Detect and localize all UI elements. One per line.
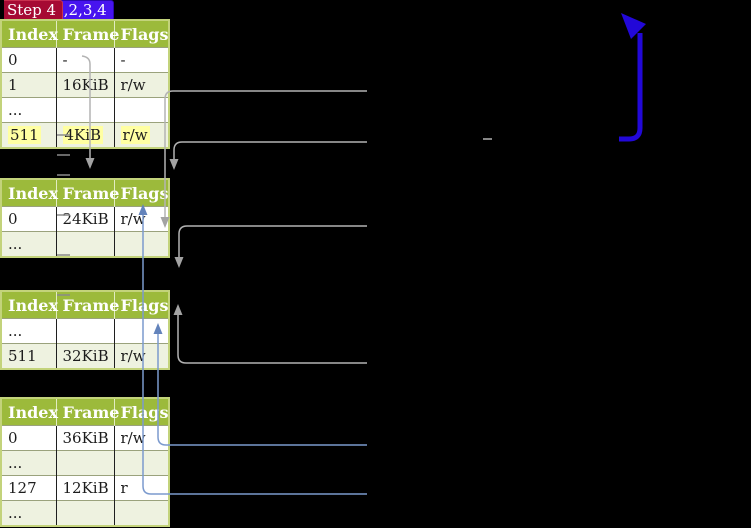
blue-arrowhead-up-icon — [153, 323, 163, 334]
table-cell — [56, 231, 115, 257]
blue-arrowhead-up-icon — [138, 204, 148, 215]
table-cell: 127 — [1, 475, 57, 501]
column-header: Index — [1, 179, 58, 207]
table-cell: r/w — [114, 425, 169, 451]
table-cell: 32KiB — [56, 343, 115, 369]
table-cell: 0 — [1, 47, 57, 73]
column-header: Flags — [114, 291, 169, 319]
table-cell: ... — [1, 450, 57, 476]
table-cell: r — [114, 475, 169, 501]
table-cell: ... — [1, 500, 57, 526]
table-row: 511 4KiB r/w — [1, 122, 169, 148]
column-header: Frame — [56, 179, 119, 207]
table-cell — [56, 450, 115, 476]
connector-pagesize-to-frame-arrow — [81, 55, 91, 158]
table-cell: 0 — [1, 425, 57, 451]
thick-blue-loop-arrow — [619, 33, 643, 142]
table-cell — [114, 500, 169, 526]
column-header: Index — [1, 398, 58, 426]
table-cell: r/w — [114, 72, 169, 98]
table-cell — [114, 97, 169, 123]
table-cell: 0 — [1, 206, 57, 232]
table-row: ... — [1, 97, 169, 123]
thick-blue-arrowhead-icon — [621, 13, 646, 39]
table-row: ... — [1, 450, 169, 476]
table-cell: 24KiB — [56, 206, 115, 232]
table-cell: 12KiB — [56, 475, 115, 501]
table-cell: r/w — [114, 343, 169, 369]
highlighted-value: r/w — [120, 126, 150, 144]
table-cell: r/w — [114, 122, 169, 148]
highlighted-value: 511 — [8, 126, 41, 144]
table-cell: - — [56, 47, 115, 73]
connector-t1r1-to-frame-arrow — [164, 90, 367, 217]
column-header: Flags — [114, 398, 169, 426]
column-header: Index — [1, 291, 58, 319]
gray-arrowhead-down-icon — [174, 257, 184, 268]
table-cell: ... — [1, 231, 57, 257]
connector-t3r511-to-frame-arrow — [177, 315, 367, 364]
table-cell: ... — [1, 97, 57, 123]
table-cell: 511 — [1, 122, 57, 148]
column-header: Flags — [114, 179, 169, 207]
connector-t2r0-to-frame-arrow — [178, 225, 367, 257]
table-row: 0-- — [1, 47, 169, 73]
gray-arrowhead-up-icon — [173, 304, 183, 315]
gray-arrowhead-down-icon — [169, 159, 179, 170]
table-cell: 4KiB — [56, 122, 115, 148]
table-cell: 511 — [1, 343, 57, 369]
column-header: Frame — [56, 398, 119, 426]
memory-tick-marks — [57, 134, 70, 296]
table-row: ... — [1, 318, 169, 344]
table-row: ... — [1, 231, 169, 257]
table-cell — [56, 500, 115, 526]
table-cell — [56, 318, 115, 344]
connector-t4r0-to-frame-arrow — [157, 334, 367, 446]
table-cell: 16KiB — [56, 72, 115, 98]
table-cell — [114, 231, 169, 257]
column-header: Flags — [114, 20, 169, 48]
gray-arrowhead-down-icon — [85, 158, 95, 169]
table-row: ... — [1, 500, 169, 526]
table-cell: ... — [1, 318, 57, 344]
table-cell: 1 — [1, 72, 57, 98]
connector-t4r127-to-frame-arrow — [142, 215, 367, 495]
connector-t1r511-to-frame-arrow — [173, 141, 367, 159]
table-cell: - — [114, 47, 169, 73]
table-cell: 36KiB — [56, 425, 115, 451]
table-cell — [56, 97, 115, 123]
highlighted-value: 4KiB — [62, 126, 104, 144]
column-header: Index — [1, 20, 58, 48]
table-cell — [114, 450, 169, 476]
gray-arrowhead-down-icon — [160, 217, 170, 228]
column-header: Frame — [56, 20, 119, 48]
